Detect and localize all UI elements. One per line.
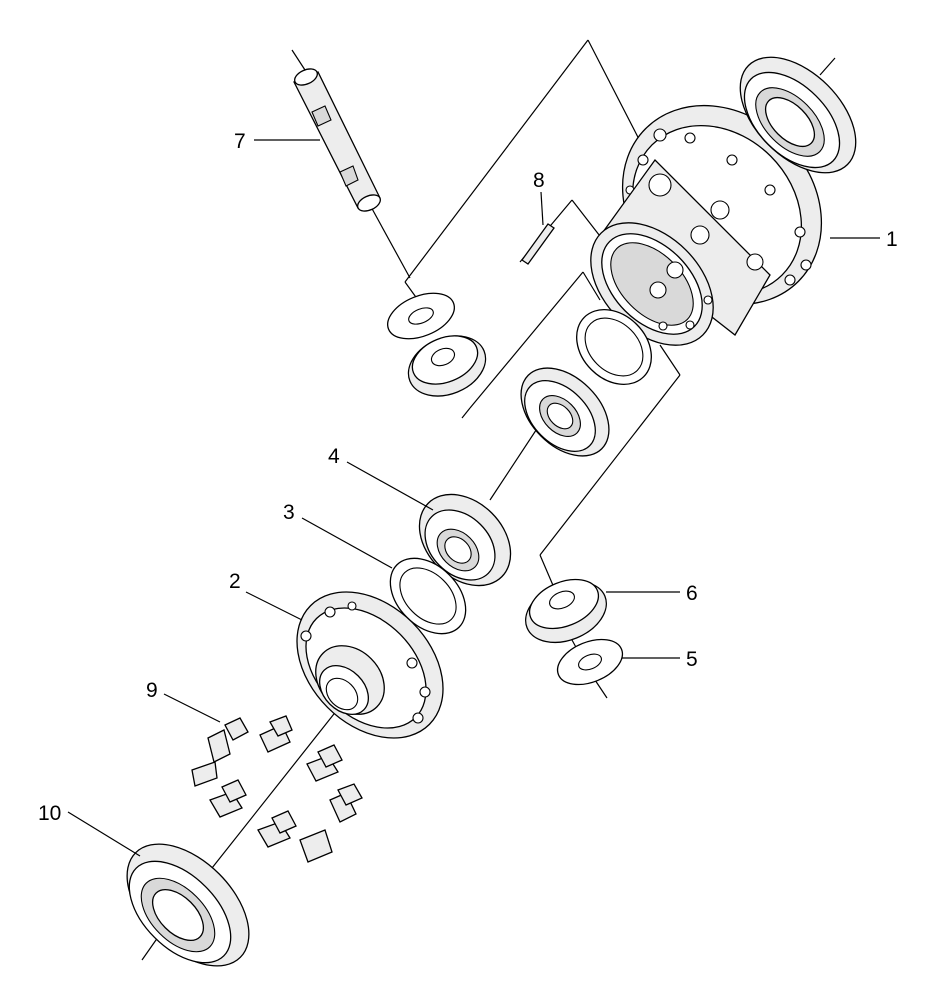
bolt [191,761,218,787]
callout-7: 7 [234,130,246,153]
callout-2: 2 [229,570,241,593]
callout-5: 5 [686,648,698,671]
leader-lines [67,139,880,857]
callout-4: 4 [328,445,340,468]
pinion-gear-upper [407,335,487,397]
bolt [209,779,247,818]
thrust-washer-middle [576,309,652,385]
callout-6: 6 [686,582,698,605]
callout-8: 8 [533,169,545,192]
part-4-side-gear [418,493,512,587]
part-1-differential-case [590,104,823,346]
part-5-washer [556,638,624,686]
bolt [207,717,249,763]
side-gear-middle [520,367,610,457]
bolt [306,744,343,782]
callout-labels: 1 2 3 4 5 6 7 8 9 10 [38,130,898,825]
thrust-washer-upper [387,292,455,340]
bolt [299,783,363,863]
callout-1: 1 [886,228,898,251]
part-6-pinion-gear [525,578,607,644]
part-3-thrust-washer [389,557,467,635]
bearing-upper [739,56,857,174]
callout-3: 3 [283,501,295,524]
part-7-cross-shaft [293,68,381,212]
part-2-case-cover [296,591,444,739]
part-9-bolts [191,715,363,863]
callout-9: 9 [146,679,158,702]
bolt [257,810,297,848]
bolt [259,715,293,753]
part-10-bearing [126,843,250,967]
part-8-roll-pin [521,223,555,265]
callout-10: 10 [38,802,61,825]
